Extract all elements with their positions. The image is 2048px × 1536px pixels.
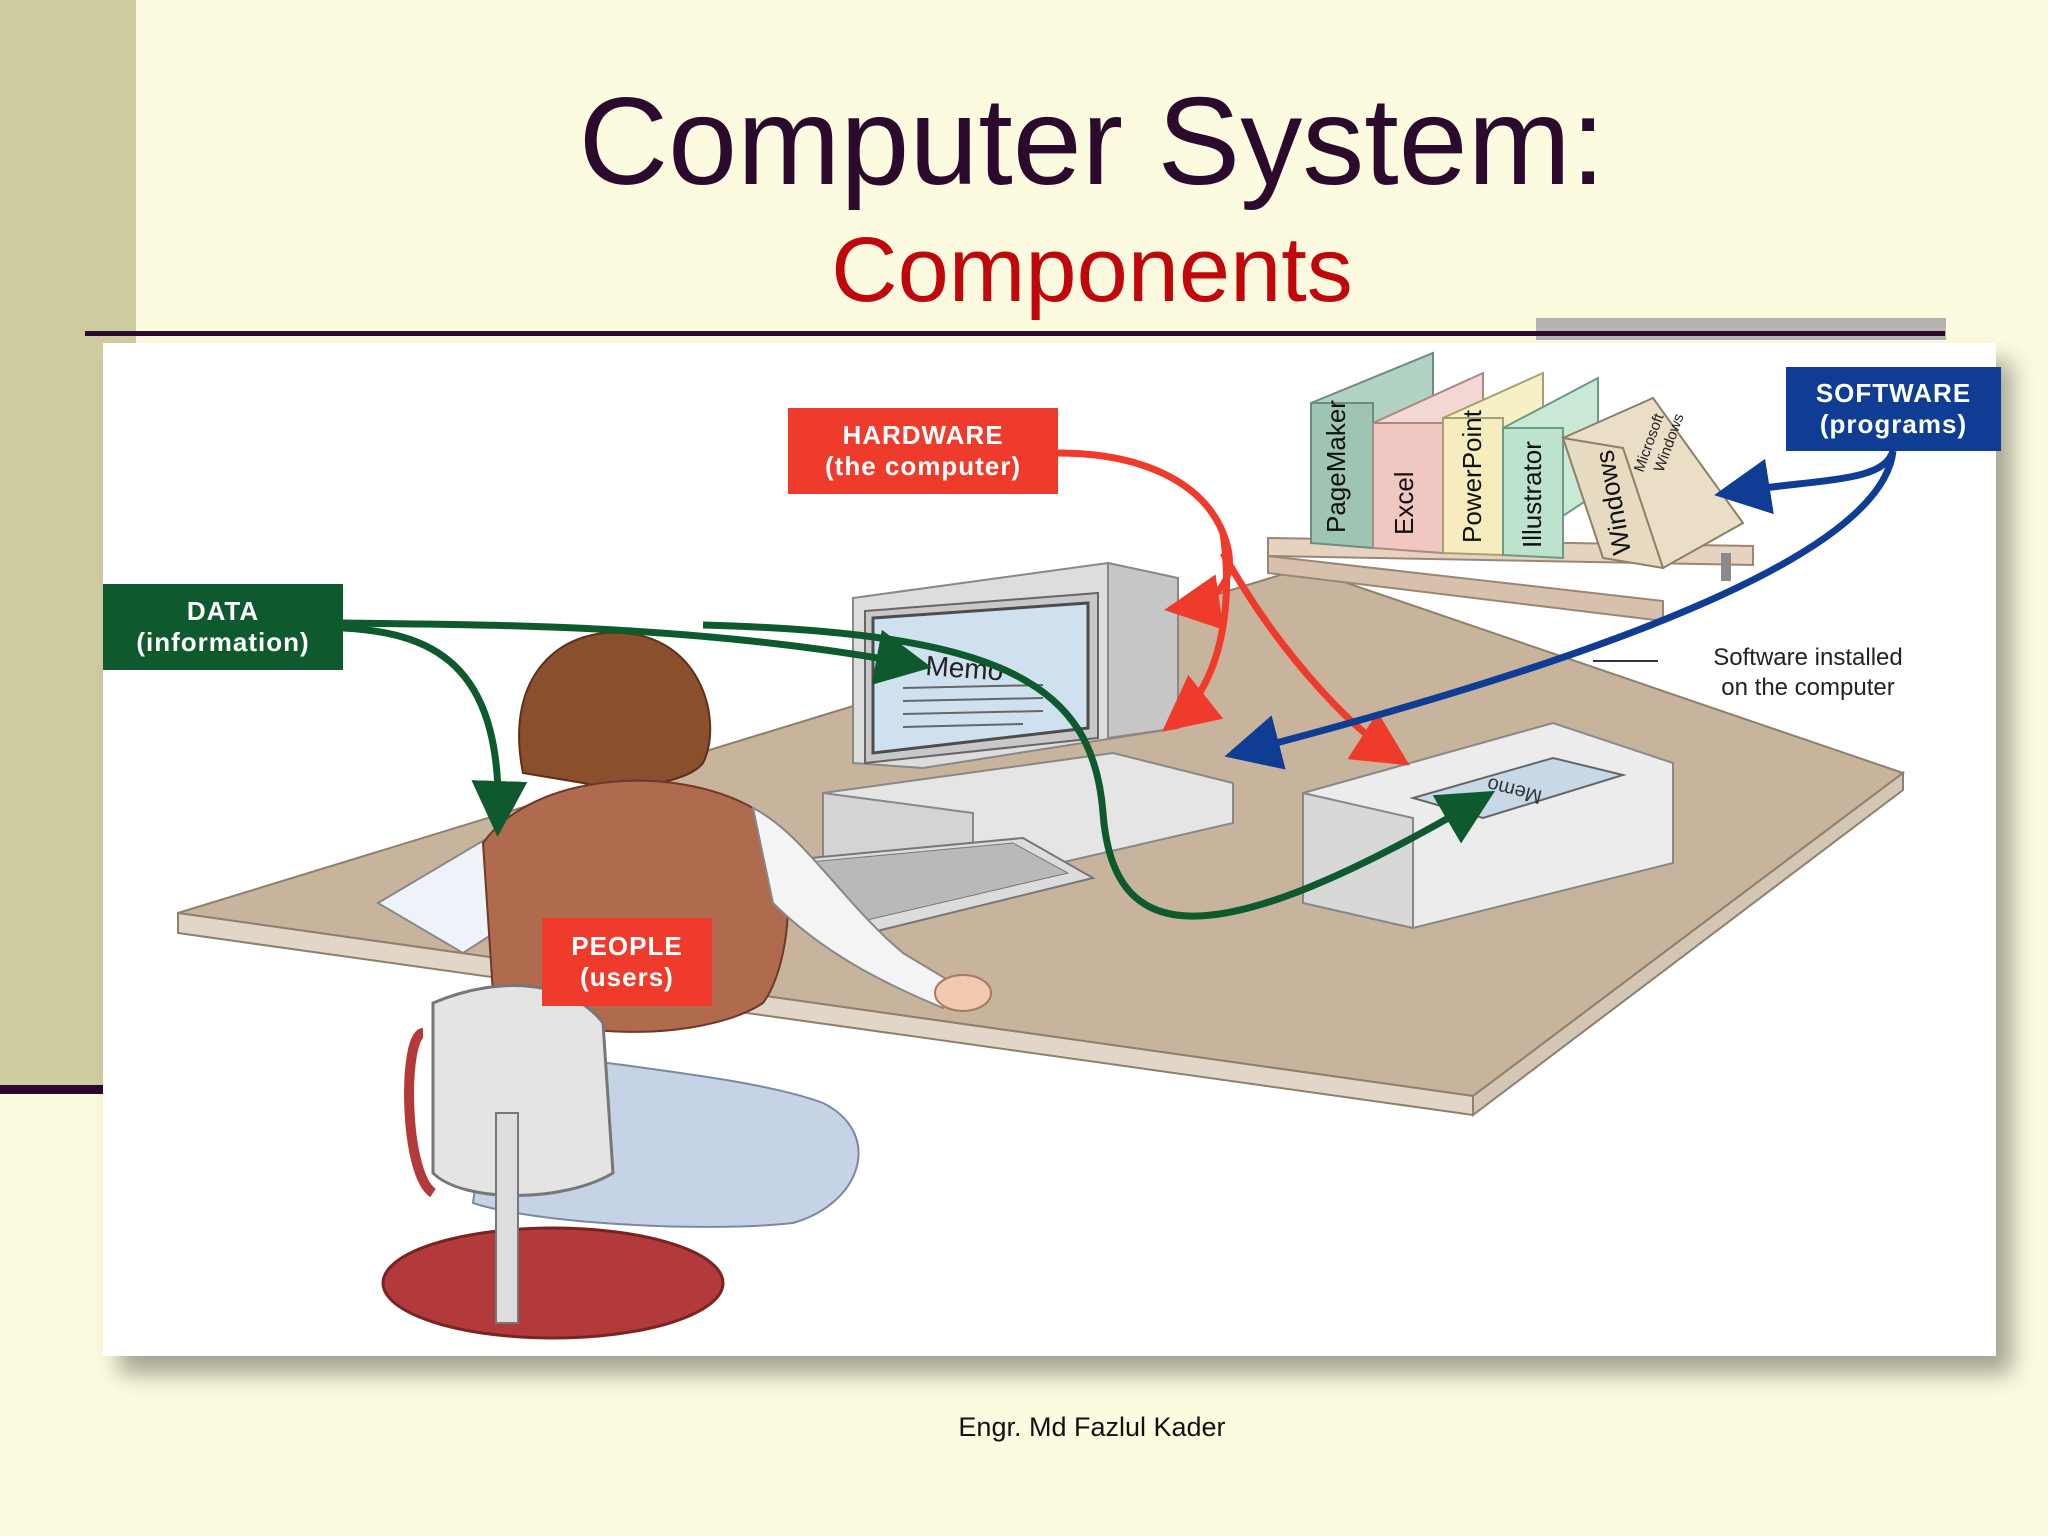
note-line2: on the computer: [1721, 674, 1895, 701]
book-label-3: Illustrator: [1517, 441, 1547, 548]
hardware-label-line1: HARDWARE: [842, 420, 1004, 450]
software-label-line1: SOFTWARE: [1815, 378, 1972, 408]
book-label-0: PageMaker: [1321, 400, 1351, 533]
software-label-line2: (programs): [1819, 409, 1968, 439]
people-label: PEOPLE (users): [542, 918, 712, 1006]
title-rule-accent: [1536, 318, 1946, 340]
hardware-label: HARDWARE (the computer): [788, 408, 1058, 494]
software-books: [1310, 351, 1745, 570]
data-label-line1: DATA: [186, 596, 260, 626]
illustration-art: PageMaker Excel PowerPoint Illustrator W…: [177, 351, 1906, 1340]
slide-footer: Engr. Md Fazlul Kader: [958, 1412, 1226, 1442]
slide-subtitle: Components: [831, 219, 1353, 321]
software-label: SOFTWARE (programs): [1786, 367, 2001, 451]
software-arrows: [1224, 449, 1897, 770]
slide-title: Computer System:: [578, 73, 1606, 211]
sidebar-rule: [0, 1085, 136, 1094]
hardware-arrows: [1057, 449, 1410, 766]
note-line1: Software installed: [1713, 644, 1903, 671]
computer-system-illustration: PageMaker Excel PowerPoint Illustrator W…: [103, 343, 2001, 1356]
people-label-line1: PEOPLE: [571, 931, 683, 961]
book-label-2: PowerPoint: [1457, 409, 1487, 543]
office-chair: [381, 984, 725, 1340]
hardware-label-line2: (the computer): [825, 451, 1021, 481]
data-arrows: [342, 619, 1496, 920]
people-label-line2: (users): [580, 962, 674, 992]
data-label-line2: (information): [136, 627, 310, 657]
title-rule: [85, 331, 1945, 336]
software-installed-note: Software installed on the computer: [1693, 643, 1923, 703]
data-label: DATA (information): [103, 584, 343, 670]
book-label-1: Excel: [1389, 471, 1419, 535]
